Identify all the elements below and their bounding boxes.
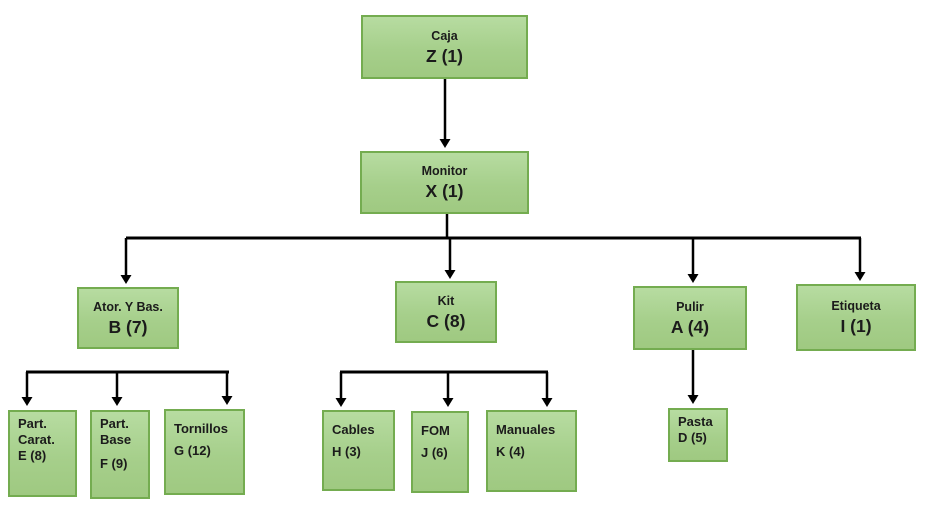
arrow-to-kit [444, 238, 456, 279]
node-title-line2: Base [100, 432, 132, 447]
node-title: Tornillos [174, 421, 228, 436]
node-code: B (7) [108, 316, 148, 337]
node-code: E (8) [18, 448, 47, 463]
arrow-to-tornillos [221, 372, 233, 405]
arrow-to-part-carat [21, 372, 33, 406]
node-cables: Cables H (3) [322, 410, 395, 491]
node-pasta: Pasta D (5) [668, 408, 728, 462]
node-title: Ator. Y Bas. [93, 299, 163, 314]
arrow-to-fom [442, 372, 454, 407]
node-title-line1: Part. [100, 416, 129, 431]
node-code: J (6) [421, 445, 448, 460]
node-title-line2: Carat. [18, 432, 55, 447]
arrow-to-etiqueta [854, 238, 866, 281]
node-code: I (1) [840, 316, 872, 336]
arrow-to-manuales [541, 372, 553, 407]
node-tornillos: Tornillos G (12) [164, 409, 245, 495]
node-title: FOM [421, 423, 450, 438]
arrow-to-part-base [111, 372, 123, 406]
node-code: F (9) [100, 456, 128, 471]
arrow-to-cables [335, 372, 347, 407]
node-code: H (3) [332, 444, 361, 459]
node-part-base: Part. Base F (9) [90, 410, 150, 499]
node-code: A (4) [670, 316, 710, 337]
node-title-line1: Part. [18, 416, 47, 431]
node-etiqueta: Etiqueta I (1) [796, 284, 916, 351]
node-part-carat: Part. Carat. E (8) [8, 410, 77, 497]
arrow-caja-to-monitor [439, 79, 451, 148]
arrow-to-pulir [687, 238, 699, 283]
node-code: G (12) [174, 443, 211, 458]
node-title: Pasta [678, 414, 713, 429]
node-kit: Kit C (8) [395, 281, 497, 343]
node-ator-y-bas: Ator. Y Bas. B (7) [77, 287, 179, 349]
node-title: Manuales [496, 422, 556, 437]
node-code: K (4) [496, 444, 525, 459]
node-title: Pulir [676, 299, 704, 314]
node-caja: Caja Z (1) [361, 15, 528, 79]
node-code: Z (1) [426, 45, 463, 66]
node-fom: FOM J (6) [411, 411, 469, 493]
node-monitor: Monitor X (1) [360, 151, 529, 214]
node-title: Caja [431, 28, 458, 43]
node-title: Monitor [421, 164, 468, 178]
node-code: X (1) [425, 181, 464, 201]
node-title: Etiqueta [831, 299, 881, 313]
node-title: Kit [437, 293, 455, 308]
node-manuales: Manuales K (4) [486, 410, 577, 492]
arrow-to-ator-y-bas [120, 238, 132, 284]
node-pulir: Pulir A (4) [633, 286, 747, 350]
node-code: D (5) [678, 430, 707, 445]
arrow-pulir-to-pasta [687, 350, 699, 404]
node-title: Cables [332, 422, 375, 437]
node-code: C (8) [426, 310, 466, 331]
